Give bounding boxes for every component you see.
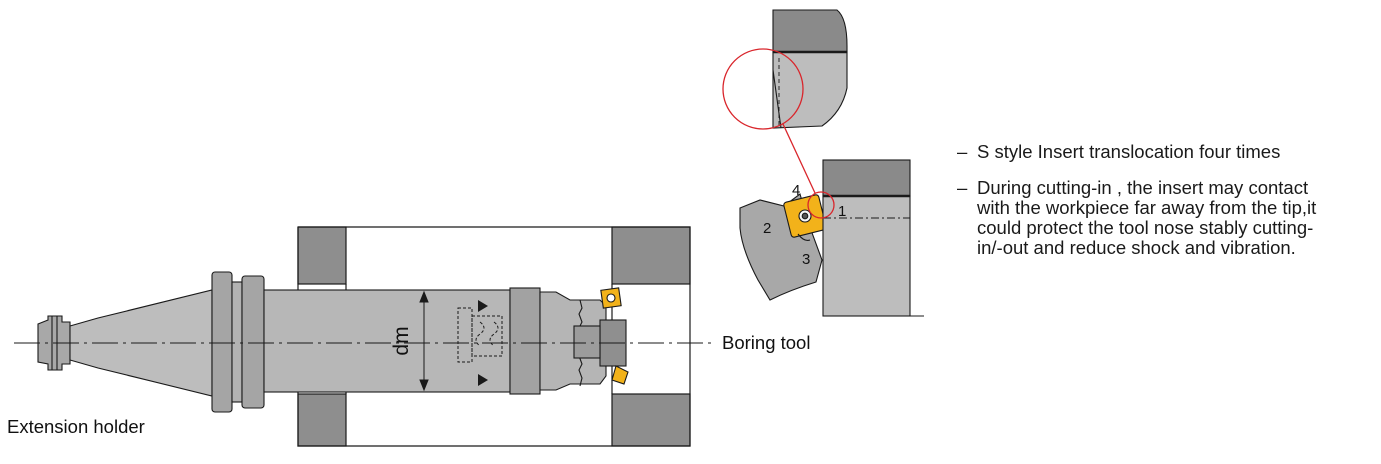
note-line: with the workpiece far away from the tip… [977, 197, 1317, 218]
boring-head-body [539, 291, 607, 391]
detail-workpiece-top [822, 159, 911, 197]
workpiece [297, 226, 691, 447]
boring-head-collar [509, 287, 541, 395]
note-line: in/-out and reduce shock and vibration. [977, 237, 1296, 258]
holder-body [263, 289, 511, 393]
contact-circle [807, 191, 835, 219]
note-line: During cutting-in , the insert may conta… [977, 177, 1309, 198]
insert-position-3: 3 [802, 251, 810, 268]
detail-workpiece [822, 195, 911, 317]
note-line: S style Insert translocation four times [977, 141, 1281, 162]
dm-dimension [419, 290, 429, 392]
note-line: could protect the tool nose stably cutti… [977, 217, 1314, 238]
flange-ring-3 [241, 275, 265, 409]
detail-callout [722, 48, 835, 219]
boring-tool-label: Boring tool [722, 332, 810, 353]
internal-connector [457, 307, 503, 363]
dm-label: dm [390, 326, 413, 355]
workpiece-bottom-left-block [297, 393, 347, 447]
insert-bottom [611, 365, 629, 385]
workpiece-top-left-block [297, 226, 347, 285]
note-cutting-in: – During cutting-in , the insert may con… [957, 178, 1377, 258]
note-dash: – [957, 141, 968, 162]
workpiece-top-right-block [611, 226, 691, 285]
workpiece-bottom-right-block [611, 393, 691, 447]
insert-position-4: 4 [792, 182, 800, 199]
flange-ring-2 [231, 281, 243, 403]
boring-head [509, 287, 629, 395]
insert-position-2: 2 [763, 220, 771, 237]
extension-holder [37, 271, 511, 413]
zoom-workpiece [772, 9, 848, 53]
note-translocation: – S style Insert translocation four time… [957, 142, 1367, 162]
detail-view [739, 9, 924, 317]
flange-ring-1 [211, 271, 233, 413]
zoom-circle [722, 48, 804, 130]
extension-holder-label: Extension holder [7, 416, 145, 437]
note-dash: – [957, 177, 968, 198]
zoom-insert [772, 51, 848, 129]
insert-position-1: 1 [838, 203, 846, 220]
